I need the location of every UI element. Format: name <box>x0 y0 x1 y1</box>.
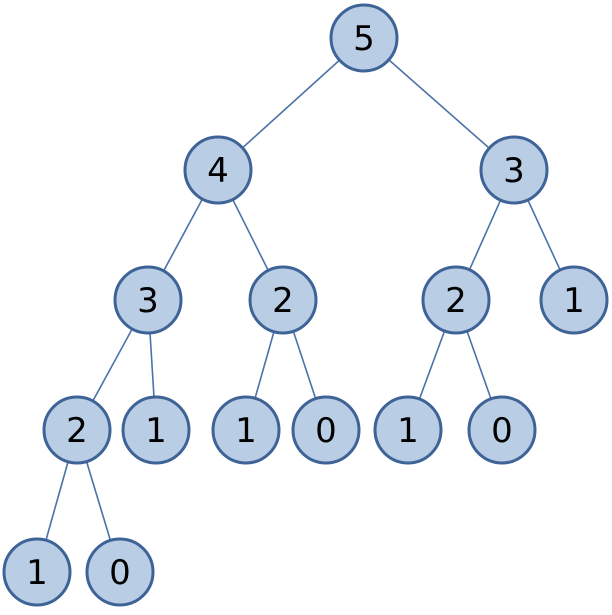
tree-node: 2 <box>421 265 491 335</box>
tree-node: 4 <box>183 135 253 205</box>
tree-node: 3 <box>479 135 549 205</box>
tree-node-circle <box>2 537 72 607</box>
tree-node-label: 0 <box>315 411 337 451</box>
tree-node-circle <box>479 135 549 205</box>
tree-node: 0 <box>467 395 537 465</box>
tree-node-label: 0 <box>109 553 131 593</box>
tree-node-label: 3 <box>503 151 525 191</box>
tree-node: 0 <box>85 537 155 607</box>
tree-node-circle <box>467 395 537 465</box>
tree-nodes: 5 4 3 3 2 2 1 2 1 1 0 1 0 1 0 <box>2 3 609 607</box>
tree-node: 1 <box>211 395 281 465</box>
tree-node-label: 1 <box>563 281 585 321</box>
tree-node-circle <box>211 395 281 465</box>
tree-node-circle <box>113 265 183 335</box>
tree-node-label: 2 <box>445 281 467 321</box>
tree-node-label: 0 <box>491 411 513 451</box>
tree-node-label: 1 <box>26 553 48 593</box>
tree-node-circle <box>373 395 443 465</box>
tree-node-circle <box>248 265 318 335</box>
tree-node: 5 <box>329 3 399 73</box>
tree-node: 1 <box>2 537 72 607</box>
tree-node-circle <box>183 135 253 205</box>
tree-node: 1 <box>373 395 443 465</box>
tree-node-circle <box>539 265 609 335</box>
tree-node-circle <box>291 395 361 465</box>
tree-node-label: 2 <box>272 281 294 321</box>
tree-node: 1 <box>121 395 191 465</box>
tree-node-label: 1 <box>235 411 257 451</box>
tree-node: 0 <box>291 395 361 465</box>
tree-node-circle <box>421 265 491 335</box>
tree-node-label: 5 <box>353 19 375 59</box>
tree-node: 3 <box>113 265 183 335</box>
tree-node-circle <box>329 3 399 73</box>
tree-node-label: 2 <box>66 411 88 451</box>
tree-node-circle <box>121 395 191 465</box>
tree-node-label: 4 <box>207 151 229 191</box>
tree-node-label: 1 <box>145 411 167 451</box>
tree-node: 2 <box>248 265 318 335</box>
tree-node-circle <box>42 395 112 465</box>
tree-node-label: 3 <box>137 281 159 321</box>
tree-node-circle <box>85 537 155 607</box>
tree-node-label: 1 <box>397 411 419 451</box>
tree-node: 2 <box>42 395 112 465</box>
tree-node: 1 <box>539 265 609 335</box>
